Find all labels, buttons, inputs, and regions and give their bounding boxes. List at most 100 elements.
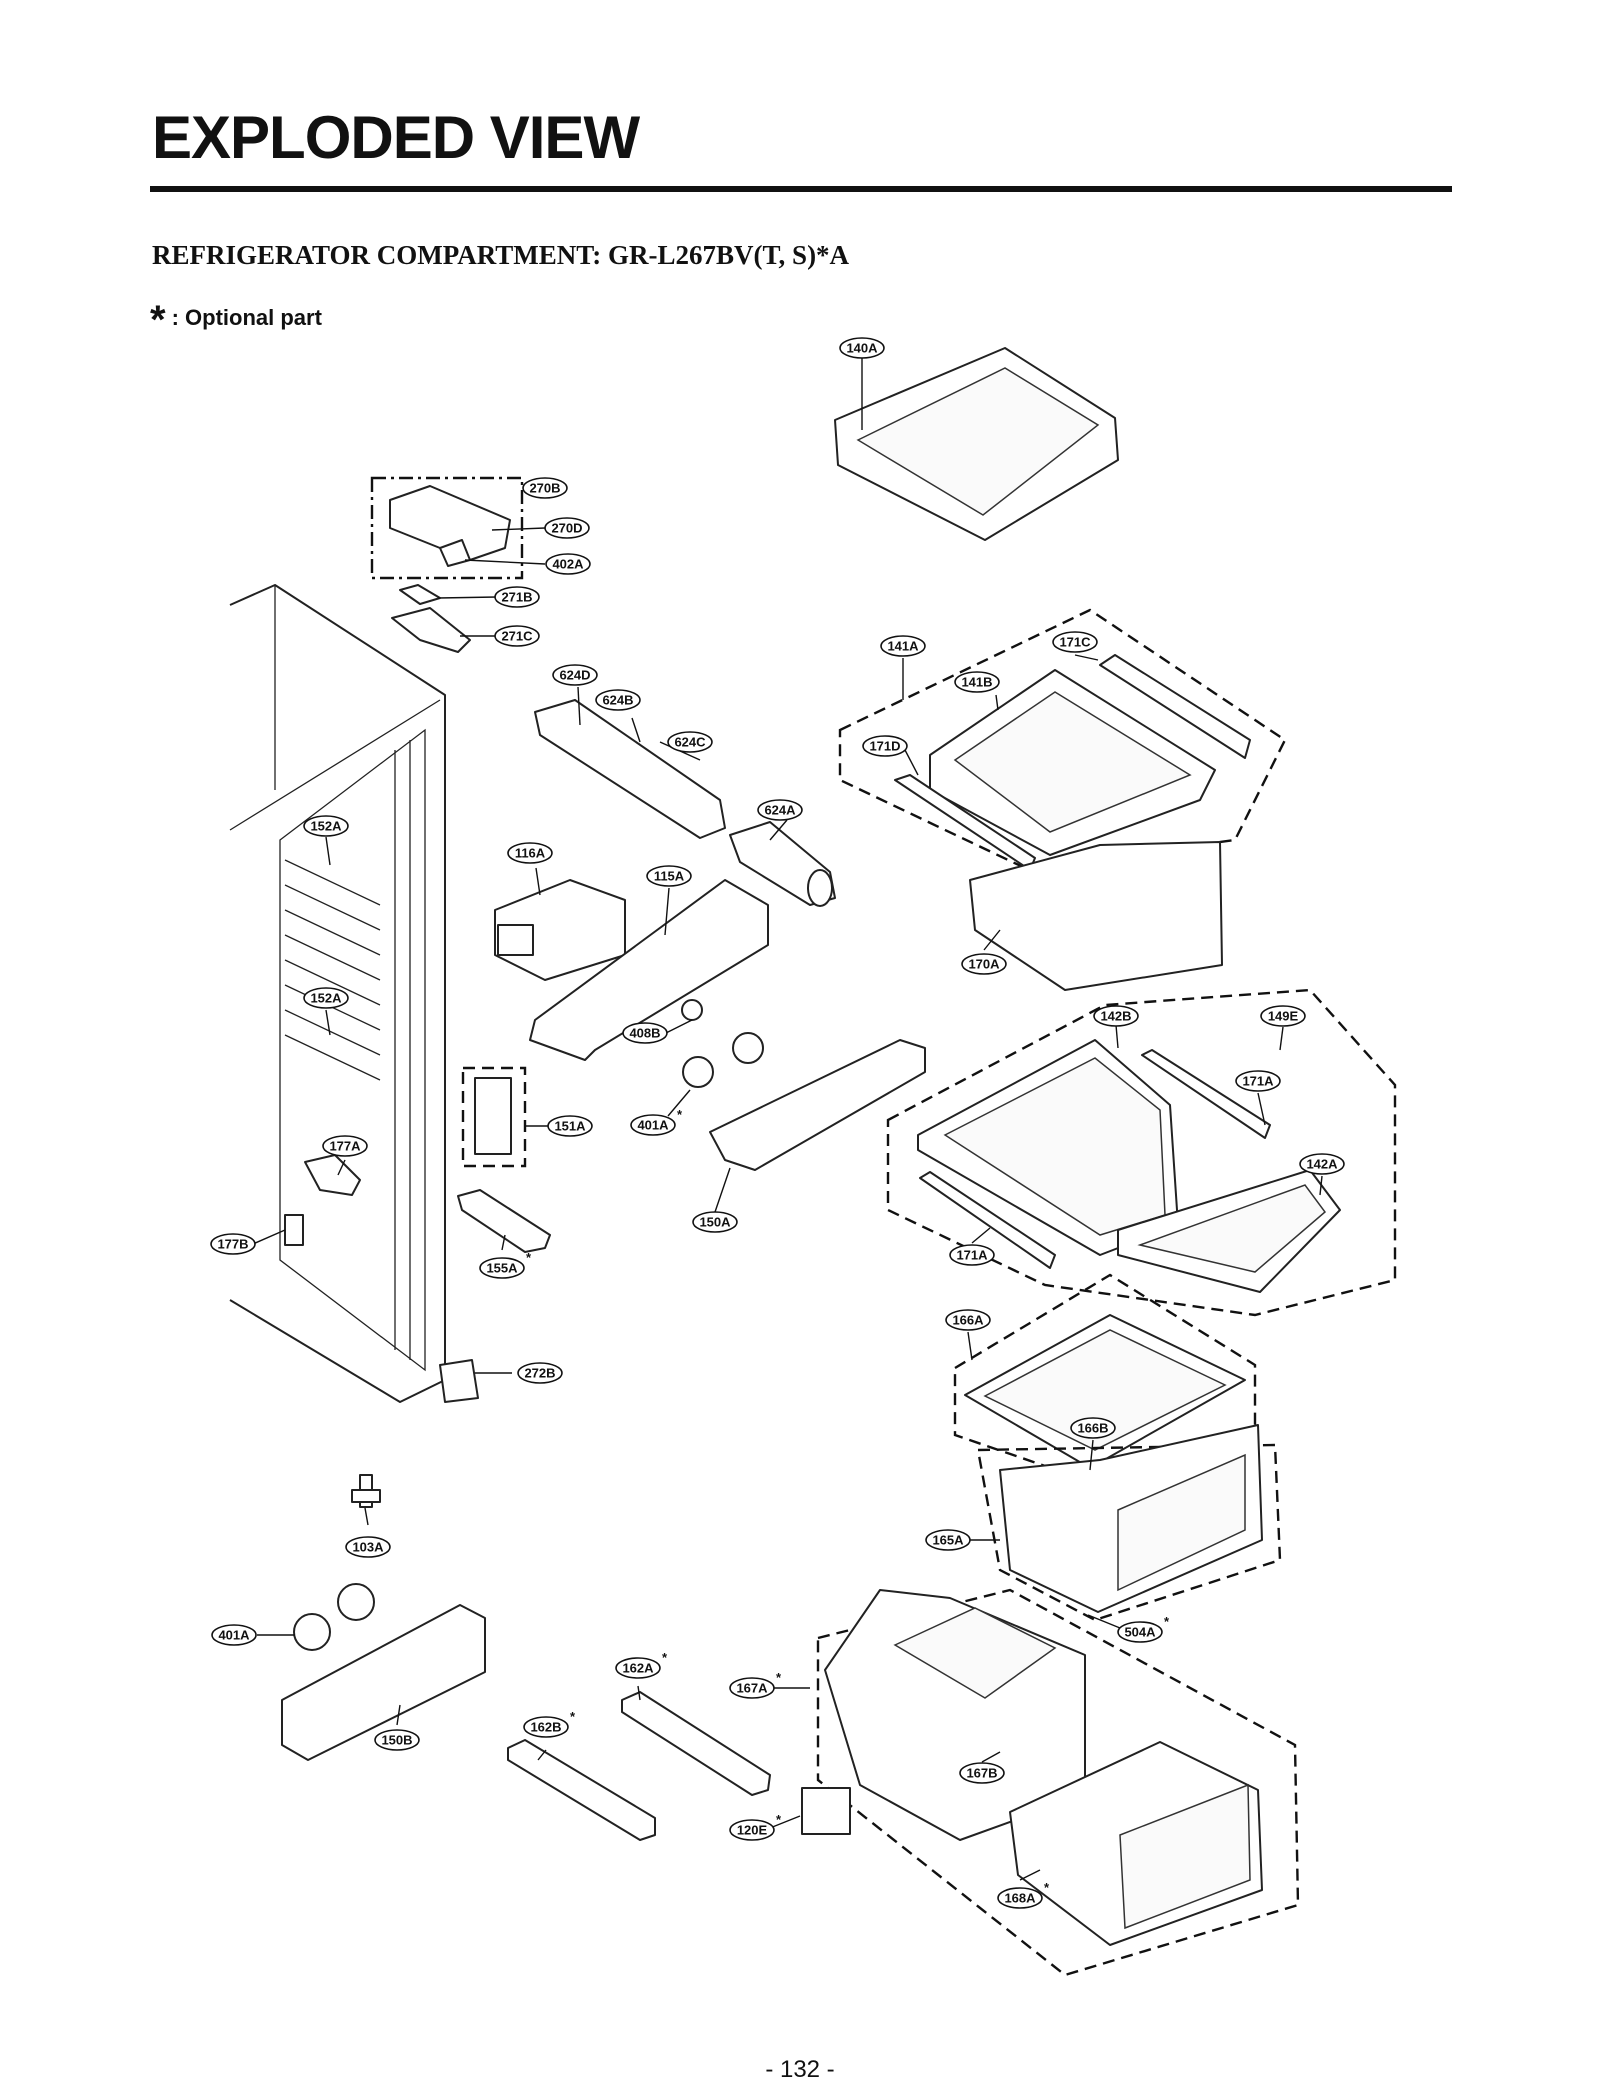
part-label-171d: 171D bbox=[862, 735, 908, 757]
optional-mark: * bbox=[526, 1250, 532, 1265]
part-label-oval bbox=[494, 625, 540, 647]
damper-tube-assembly bbox=[534, 699, 836, 907]
part-label-oval bbox=[523, 1716, 569, 1738]
part-label-402a: 402A bbox=[545, 553, 591, 575]
part-label-text: 272B bbox=[524, 1366, 555, 1381]
part-label-oval bbox=[630, 1114, 676, 1136]
lamp-cover-150A bbox=[709, 1039, 926, 1171]
part-label-oval bbox=[954, 671, 1000, 693]
bar-171C bbox=[1099, 654, 1251, 759]
compartment-subtitle: REFRIGERATOR COMPARTMENT: GR-L267BV(T, S… bbox=[152, 240, 850, 270]
optional-part-legend-text: : Optional part bbox=[171, 305, 322, 330]
part-label-text: 116A bbox=[515, 846, 546, 861]
part-label-152a: 152A bbox=[303, 987, 349, 1009]
part-label-271b: 271B bbox=[494, 586, 540, 608]
part-label-oval bbox=[959, 1762, 1005, 1784]
part-label-text: 152A bbox=[310, 819, 342, 834]
part-label-text: 165A bbox=[932, 1533, 964, 1548]
part-label-401a: 401A bbox=[211, 1624, 257, 1646]
part-label-text: 624D bbox=[559, 668, 590, 683]
page-title: EXPLODED VIEW bbox=[152, 104, 640, 171]
part-label-142b: 142B bbox=[1093, 1005, 1139, 1027]
part-label-270b: 270B bbox=[522, 477, 568, 499]
title-rule bbox=[150, 186, 1452, 192]
part-label-oval bbox=[1235, 1070, 1281, 1092]
part-label-167a: 167A * bbox=[729, 1670, 782, 1699]
part-label-oval bbox=[345, 1536, 391, 1558]
rail-171A-lower bbox=[919, 1171, 1056, 1269]
pantry-drawer-group bbox=[816, 1588, 1300, 1977]
part-label-text: 177A bbox=[329, 1139, 361, 1154]
part-label-150a: 150A bbox=[692, 1211, 738, 1233]
small-clip bbox=[399, 584, 441, 605]
part-label-151a: 151A bbox=[547, 1115, 593, 1137]
part-label-oval bbox=[517, 1362, 563, 1384]
bracket-cover bbox=[389, 485, 511, 561]
part-label-170a: 170A bbox=[961, 953, 1007, 975]
part-label-text: 162B bbox=[530, 1720, 561, 1735]
part-label-oval bbox=[547, 1115, 593, 1137]
split-shelf-group bbox=[886, 988, 1397, 1317]
part-label-171a: 171A bbox=[1235, 1070, 1281, 1092]
optional-mark: * bbox=[776, 1812, 782, 1827]
part-label-oval bbox=[211, 1624, 257, 1646]
crisper-lid-group bbox=[953, 1273, 1257, 1480]
rail-162A bbox=[621, 1691, 771, 1796]
part-label-oval bbox=[692, 1211, 738, 1233]
optional-mark: * bbox=[776, 1670, 782, 1685]
part-label-oval bbox=[997, 1887, 1043, 1909]
part-label-oval bbox=[925, 1529, 971, 1551]
crisper-cover-group bbox=[838, 608, 1287, 870]
hinge-272B bbox=[439, 1359, 479, 1403]
part-label-text: 624C bbox=[674, 735, 706, 750]
part-label-oval bbox=[322, 1135, 368, 1157]
part-label-text: 141B bbox=[961, 675, 992, 690]
page-number: - 132 - bbox=[765, 2056, 835, 2083]
part-label-oval bbox=[303, 815, 349, 837]
part-label-oval bbox=[729, 1677, 775, 1699]
part-label-103a: 103A bbox=[345, 1536, 391, 1558]
optional-mark: * bbox=[570, 1709, 576, 1724]
part-label-text: 270D bbox=[551, 521, 582, 536]
part-label-text: 271C bbox=[501, 629, 533, 644]
leveling-leg bbox=[351, 1474, 381, 1508]
part-label-text: 168A bbox=[1004, 1891, 1036, 1906]
part-label-115a: 115A bbox=[646, 865, 692, 887]
lamp-cover-150B bbox=[281, 1604, 486, 1761]
part-label-text: 150B bbox=[381, 1733, 412, 1748]
part-label-oval bbox=[545, 553, 591, 575]
part-label-624a: 624A bbox=[757, 799, 803, 821]
bar-171D bbox=[894, 774, 1036, 871]
part-label-141a: 141A bbox=[880, 635, 926, 657]
part-label-oval bbox=[1052, 631, 1098, 653]
optional-asterisk: * bbox=[150, 298, 166, 342]
part-label-401a: 401A* bbox=[630, 1107, 683, 1136]
part-label-oval bbox=[839, 337, 885, 359]
cover-155A bbox=[457, 1189, 551, 1253]
optional-mark: * bbox=[662, 1650, 668, 1665]
part-label-oval bbox=[880, 635, 926, 657]
part-label-oval bbox=[949, 1244, 995, 1266]
part-label-text: 115A bbox=[654, 869, 685, 884]
part-label-oval bbox=[757, 799, 803, 821]
part-label-271c: 271C bbox=[494, 625, 540, 647]
top-glass-shelf bbox=[834, 347, 1119, 541]
part-label-270d: 270D bbox=[544, 517, 590, 539]
filter-box bbox=[461, 1066, 527, 1168]
part-label-166b: 166B bbox=[1070, 1417, 1116, 1439]
part-label-text: 167A bbox=[736, 1681, 768, 1696]
part-label-text: 171D bbox=[869, 739, 900, 754]
part-label-150b: 150B bbox=[374, 1729, 420, 1751]
part-label-504a: 504A* bbox=[1117, 1614, 1170, 1643]
rail-162B bbox=[507, 1739, 656, 1841]
part-label-oval bbox=[622, 1022, 668, 1044]
part-label-152a: 152A bbox=[303, 815, 349, 837]
part-label-162b: 162B * bbox=[523, 1709, 576, 1738]
rail-171A-upper bbox=[1141, 1049, 1271, 1139]
part-label-oval bbox=[646, 865, 692, 887]
crisper-drawer-170A bbox=[969, 841, 1223, 991]
optional-mark: * bbox=[1164, 1614, 1170, 1629]
part-label-text: 171A bbox=[1242, 1074, 1274, 1089]
optional-part-legend: *: Optional part bbox=[150, 290, 322, 342]
